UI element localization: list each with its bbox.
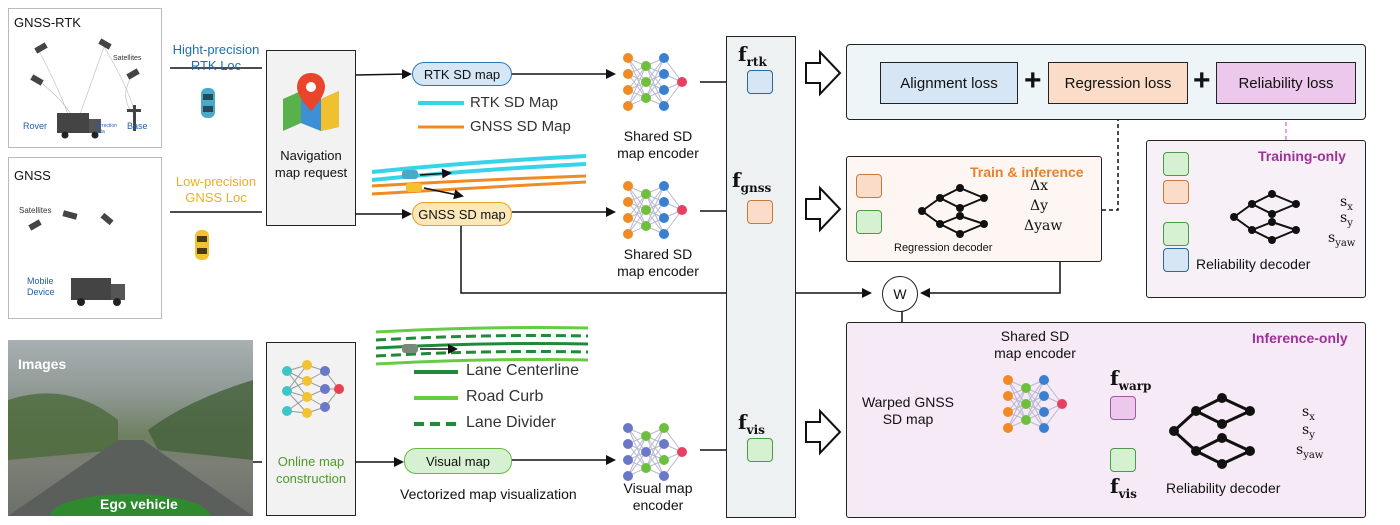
base-label: Base	[127, 121, 148, 131]
mobile-device-label: Mobile Device	[27, 276, 55, 297]
network-icon	[282, 360, 344, 418]
reliability-decoder-inference-label: Reliability decoder	[1166, 480, 1281, 496]
to-vis-feature	[1163, 152, 1189, 176]
training-only-title: Training-only	[1258, 148, 1346, 164]
hollow-arrow-vis	[805, 408, 842, 456]
ego-vehicle-label: Ego vehicle	[100, 496, 178, 512]
regression-decoder-tree	[916, 180, 990, 242]
plus-1: +	[1024, 64, 1042, 97]
rtk-sd-map-pill: RTK SD map	[412, 62, 512, 86]
legend-lane-divider: Lane Divider	[466, 414, 556, 431]
ti-gnss-feature	[856, 174, 882, 198]
encoder-network-icon	[623, 181, 687, 239]
warp-node: W	[882, 276, 918, 312]
train-inference-panel	[846, 156, 1102, 262]
legend-rtk-sd-map: RTK SD Map	[470, 94, 559, 111]
to-rtk-feature	[1163, 248, 1189, 272]
decoder-tree-icon	[1230, 190, 1300, 244]
map-pin-icon	[283, 73, 339, 131]
alignment-loss-box: Alignment loss	[880, 62, 1018, 104]
f-vis-inference-label: fvis	[1110, 474, 1137, 501]
sd-map-lines-visual	[371, 154, 587, 200]
legend-road-curb: Road Curb	[466, 388, 544, 405]
gnss-title: GNSS	[14, 168, 51, 183]
visual-map-pill: Visual map	[404, 448, 512, 474]
to-vis-feature-2	[1163, 222, 1189, 246]
f-vis-inference-feature	[1110, 448, 1136, 472]
reliability-decoder-tree-train	[1228, 186, 1304, 248]
to-gnss-feature	[1163, 180, 1189, 204]
regression-loss-box: Regression loss	[1048, 62, 1188, 104]
rover-label: Rover	[23, 121, 48, 131]
legend-lane-centerline: Lane Centerline	[466, 362, 579, 379]
regression-decoder-label: Regression decoder	[894, 242, 993, 254]
camera-image: Images Ego vehicle	[8, 340, 253, 516]
satellite-gnss-illustration	[28, 210, 125, 306]
train-inference-title: Train & inference	[970, 164, 1084, 180]
regression-loss-dashed-arrow	[1102, 106, 1123, 211]
reliability-decoder-train-label: Reliability decoder	[1196, 256, 1311, 272]
hollow-arrow-gnss	[805, 185, 842, 233]
decoder-tree-icon	[1169, 393, 1255, 469]
nav-to-rtk-pill-arrow	[355, 69, 412, 80]
ti-vis-feature	[856, 210, 882, 234]
f-vis-label: fvis	[738, 410, 765, 437]
f-gnss-feature	[747, 200, 773, 224]
gnss-car-icon	[195, 230, 209, 260]
gnss-rtk-panel: GNSS-RTK Satellites Rover Base correctio…	[8, 8, 162, 148]
f-gnss-label: fgnss	[732, 168, 772, 195]
encoder-network-icon	[623, 53, 687, 111]
gnss-panel: GNSS Satellites Mobile Device	[8, 157, 162, 319]
images-title: Images	[18, 356, 67, 372]
vectorized-map-caption: Vectorized map visualization	[400, 486, 577, 502]
vectorized-lanes-visual	[375, 326, 589, 366]
feature-column	[726, 36, 796, 518]
rtk-car-icon	[201, 88, 215, 118]
satellite-rtk-illustration	[30, 38, 141, 139]
ego-vehicle-shape	[50, 494, 210, 516]
plus-2: +	[1193, 64, 1211, 97]
f-warp-label: fwarp	[1110, 366, 1152, 393]
hollow-arrow-rtk	[805, 49, 842, 97]
sd-map-legend-swatches	[418, 101, 464, 129]
f-rtk-feature	[747, 70, 773, 94]
decoder-tree-icon	[918, 184, 988, 238]
f-rtk-label: frtk	[738, 42, 767, 69]
legend-gnss-sd-map: GNSS SD Map	[470, 118, 571, 135]
inference-only-panel	[846, 322, 1366, 518]
encoder-network-icon	[623, 423, 687, 481]
encoder-network-icon	[1003, 375, 1067, 433]
inference-only-title: Inference-only	[1252, 330, 1348, 346]
gnss-rtk-title: GNSS-RTK	[14, 15, 81, 30]
f-warp-feature	[1110, 396, 1136, 420]
f-vis-feature	[747, 438, 773, 462]
gnss-sd-map-pill: GNSS SD map	[412, 202, 512, 226]
lane-legend-swatches	[414, 370, 458, 426]
reliability-decoder-tree-inference	[1166, 386, 1258, 476]
shared-sd-encoder-inference	[1000, 370, 1074, 436]
reliability-loss-box: Reliability loss	[1216, 62, 1356, 104]
